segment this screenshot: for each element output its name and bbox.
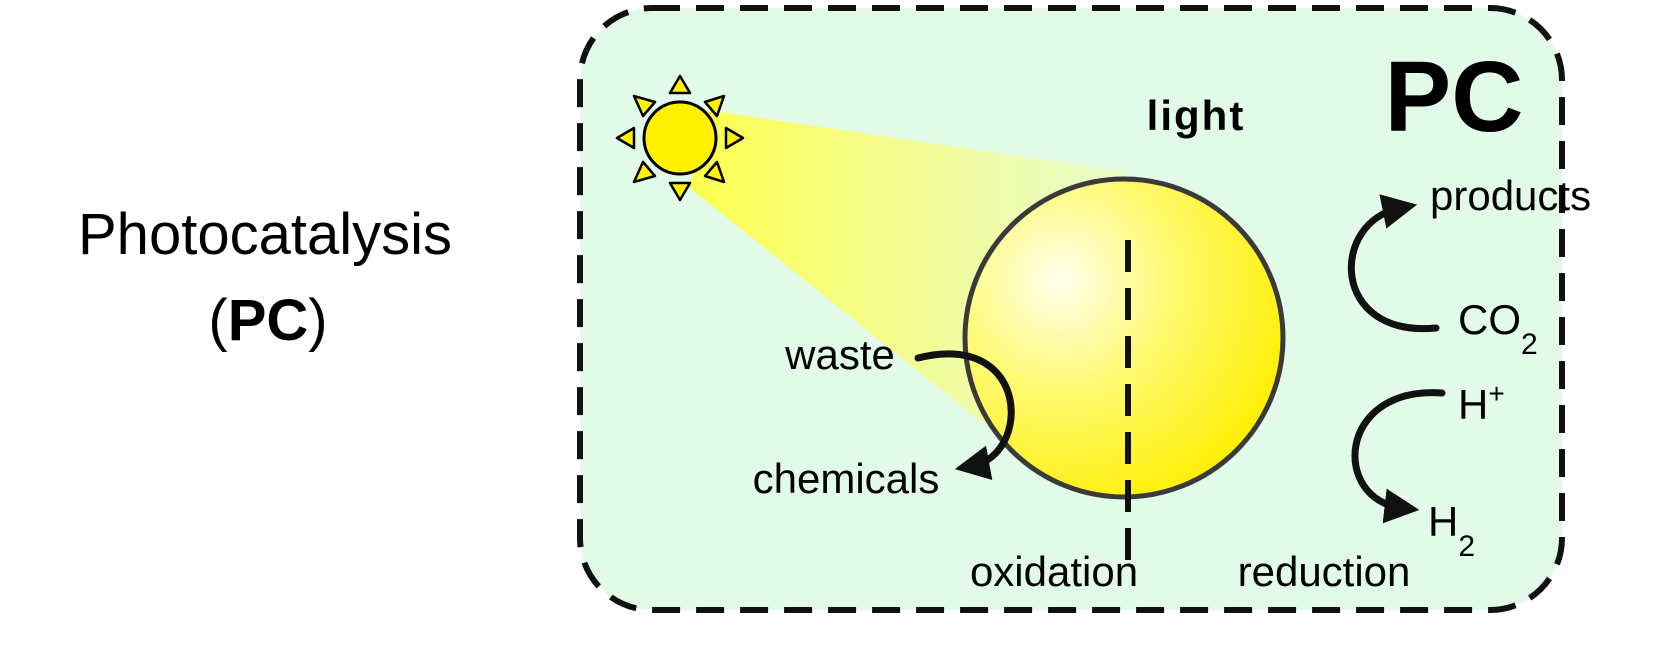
photocatalysis-title: Photocatalysis [78, 202, 452, 267]
h2-subscript: 2 [1458, 530, 1475, 563]
sun-ray [703, 160, 726, 184]
products-label: products [1430, 172, 1591, 219]
h-plus-superscript: + [1488, 378, 1504, 409]
sun-ray [668, 74, 692, 95]
h-plus-to-h2-arrow [1351, 389, 1446, 524]
h2-base: H [1428, 498, 1458, 545]
photocatalyst-particle [962, 176, 1286, 500]
co2-to-products-arrow [1347, 194, 1440, 333]
side-label: Photocatalysis (PC) [78, 202, 452, 353]
h2-label: H2 [1428, 498, 1475, 563]
open-paren: ( [208, 288, 227, 353]
reduction-label: reduction [1238, 548, 1411, 595]
close-paren: ) [308, 288, 327, 353]
sun-disc [642, 100, 718, 176]
sun-icon [615, 74, 745, 202]
h-plus-base: H [1458, 381, 1488, 428]
abbr-text: PC [228, 288, 309, 353]
sun-ray [632, 160, 657, 184]
sun-ray [724, 126, 745, 150]
waste-to-chemicals-arrow [914, 350, 1015, 481]
co2-base: CO [1458, 296, 1521, 343]
waste-label: waste [784, 331, 895, 378]
co2-subscript: 2 [1521, 328, 1538, 361]
h-plus-label: H+ [1458, 378, 1505, 428]
pc-badge: PC [1385, 41, 1524, 153]
sun-ray [615, 126, 636, 150]
sun-ray [703, 94, 726, 118]
co2-label: CO2 [1458, 296, 1538, 361]
sun-ray [632, 94, 657, 118]
light-label: light [1147, 92, 1246, 139]
pc-abbreviation: (PC) [208, 288, 327, 353]
oxidation-label: oxidation [970, 548, 1138, 595]
chemicals-label: chemicals [753, 455, 940, 502]
sun-ray [668, 181, 692, 202]
